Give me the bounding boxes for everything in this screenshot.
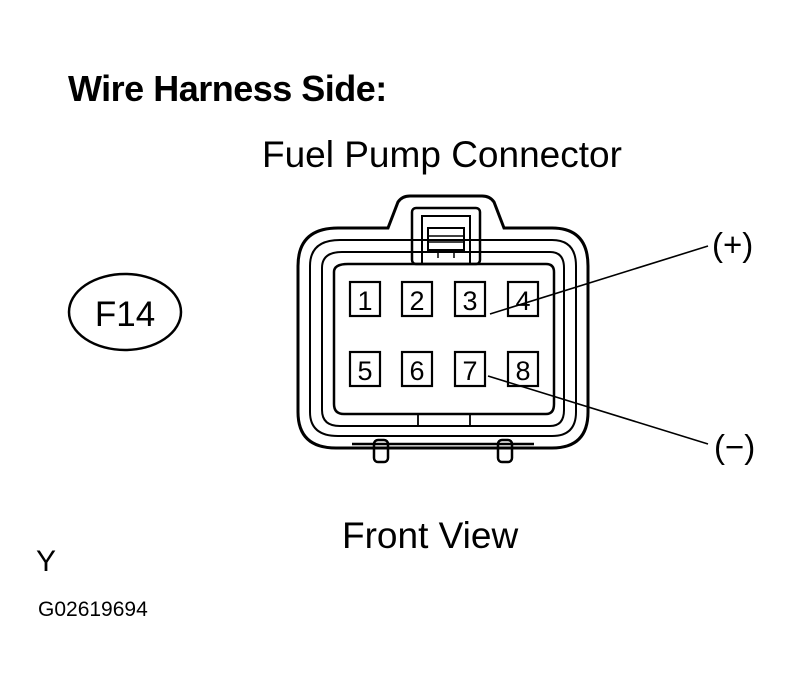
pin-cavity (400, 350, 434, 388)
pin-5: 5 (348, 350, 382, 388)
figure-code: G02619694 (38, 598, 148, 621)
view-label: Front View (342, 515, 519, 556)
pin-cavity (400, 280, 434, 318)
positive-terminal-label: (+) (712, 226, 753, 263)
connector-housing (296, 194, 590, 464)
housing-notch (417, 414, 471, 426)
tab-posts (437, 250, 455, 258)
housing-cavity (332, 262, 556, 416)
negative-terminal-label: (−) (714, 428, 755, 465)
connector-title: Fuel Pump Connector (262, 134, 622, 175)
pin-4: 4 (506, 280, 540, 318)
housing-ring-3 (321, 251, 565, 427)
pin-grid: 1 2 3 4 5 6 7 8 (348, 280, 540, 388)
pin-number: 3 (462, 286, 477, 316)
pin-7: 7 (453, 350, 487, 388)
connector-code: F14 (95, 295, 155, 334)
pin-8: 8 (506, 350, 540, 388)
pin-number: 6 (409, 356, 424, 386)
housing-leg-right (496, 438, 514, 464)
tab-inner (421, 215, 471, 265)
housing-outer (296, 194, 590, 450)
pin-cavity (348, 350, 382, 388)
pin-number: 4 (515, 286, 530, 316)
connector-code-badge: F14 (67, 272, 183, 352)
pin-6: 6 (400, 350, 434, 388)
tab-lines (428, 235, 464, 243)
corner-letter: Y (36, 545, 57, 578)
pin-cavity (453, 280, 487, 318)
tab-window (427, 227, 465, 251)
leader-positive (489, 245, 709, 315)
badge-ellipse (67, 272, 183, 352)
housing-ring-2 (309, 239, 577, 437)
pin-number: 1 (357, 286, 372, 316)
pin-number: 8 (515, 356, 530, 386)
pin-1: 1 (348, 280, 382, 318)
pin-cavity (348, 280, 382, 318)
locking-tab (410, 206, 482, 266)
housing-leg-left (372, 438, 390, 464)
diagram-heading: Wire Harness Side: (68, 68, 387, 109)
leader-lines (487, 245, 709, 445)
pin-number: 5 (357, 356, 372, 386)
pin-3: 3 (453, 280, 487, 318)
pin-2: 2 (400, 280, 434, 318)
leader-negative (487, 375, 709, 445)
pin-cavity (453, 350, 487, 388)
pin-number: 2 (409, 286, 424, 316)
pin-number: 7 (462, 356, 477, 386)
